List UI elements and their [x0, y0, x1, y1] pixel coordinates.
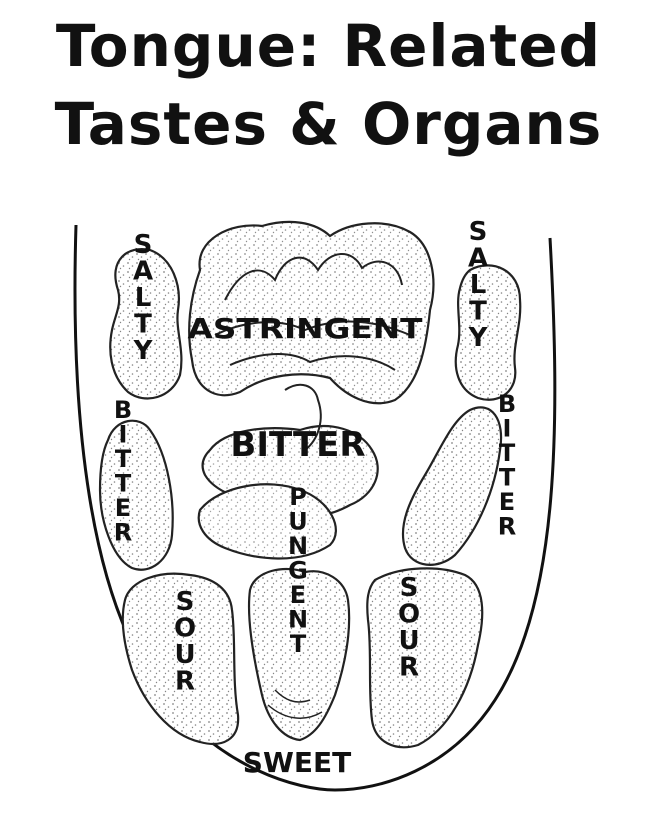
title-line-2: Tastes & Organs [54, 90, 603, 158]
organ-salty-right [454, 264, 522, 401]
organ-sour-right [366, 567, 484, 749]
title-line-1: Tongue: Related [55, 12, 602, 80]
organ-sour-left [121, 572, 240, 745]
label-sweet: SWEET [243, 746, 351, 779]
organ-astringent-lungs [188, 220, 435, 405]
organ-bitter-right [401, 406, 503, 566]
svg-text:BITTER: BITTER [498, 390, 516, 540]
tongue-outline [73, 224, 557, 792]
organ-bitter-left [98, 419, 174, 571]
label-astringent: ASTRINGENT [188, 312, 423, 345]
organ-pungent [247, 568, 351, 742]
organ-salty-left [109, 247, 183, 400]
svg-text:BITTER: BITTER [114, 396, 132, 546]
organ-bitter-center [197, 383, 379, 560]
label-bitter-center: BITTER [230, 425, 365, 465]
